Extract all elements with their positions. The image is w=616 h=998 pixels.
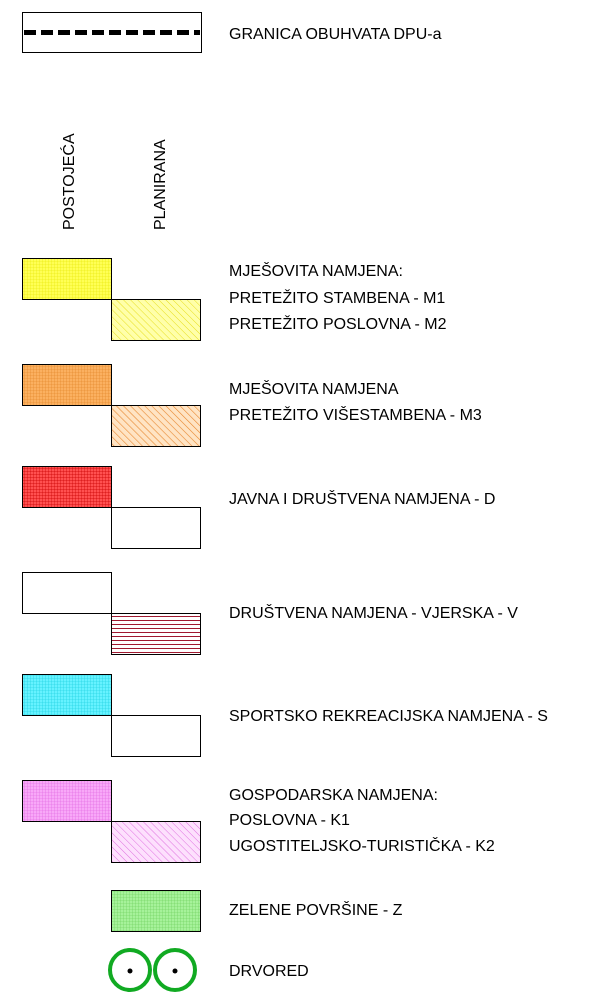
legend-label-line: UGOSTITELJSKO-TURISTIČKA - K2 bbox=[229, 836, 495, 855]
planned-swatch-mixed-use bbox=[111, 299, 201, 341]
legend-label-line: PRETEŽITO STAMBENA - M1 bbox=[229, 288, 445, 307]
green-swatch bbox=[111, 890, 201, 932]
legend-label-line: JAVNA I DRUŠTVENA NAMJENA - D bbox=[229, 489, 495, 508]
column-header-planned: PLANIRANA bbox=[152, 139, 169, 230]
existing-swatch-multi-residential bbox=[22, 364, 112, 406]
legend-label-line: DRUŠTVENA NAMJENA - VJERSKA - V bbox=[229, 603, 518, 622]
existing-swatch-public-social bbox=[22, 466, 112, 508]
legend-row-religious: DRUŠTVENA NAMJENA - VJERSKA - V bbox=[22, 572, 518, 655]
planned-swatch-religious bbox=[111, 613, 201, 655]
boundary-label: GRANICA OBUHVATA DPU-a bbox=[229, 26, 442, 43]
legend-label-line: GOSPODARSKA NAMJENA: bbox=[229, 787, 438, 804]
legend-row-sports: SPORTSKO REKREACIJSKA NAMJENA - S bbox=[22, 674, 548, 757]
legend-row-mixed-use: MJEŠOVITA NAMJENA: PRETEŽITO STAMBENA - … bbox=[22, 258, 447, 341]
legend-label-line: SPORTSKO REKREACIJSKA NAMJENA - S bbox=[229, 708, 548, 725]
planned-swatch-multi-residential bbox=[111, 405, 201, 447]
legend-row-multi-residential: MJEŠOVITA NAMJENA PRETEŽITO VIŠESTAMBENA… bbox=[22, 364, 482, 447]
column-header-existing: POSTOJEĆA bbox=[59, 133, 78, 230]
legend-row-green: ZELENE POVRŠINE - Z bbox=[111, 890, 403, 932]
existing-swatch-mixed-use bbox=[22, 258, 112, 300]
legend-label-line: MJEŠOVITA NAMJENA: bbox=[229, 261, 403, 280]
legend-row-public-social: JAVNA I DRUŠTVENA NAMJENA - D bbox=[22, 466, 495, 549]
tree-row-icon bbox=[108, 948, 197, 992]
legend-label-line: POSLOVNA - K1 bbox=[229, 812, 350, 829]
legend-label-line: PRETEŽITO POSLOVNA - M2 bbox=[229, 314, 447, 333]
legend-label-line: PRETEŽITO VIŠESTAMBENA - M3 bbox=[229, 405, 482, 424]
legend-label-line: MJEŠOVITA NAMJENA bbox=[229, 379, 399, 398]
legend-row-economic: GOSPODARSKA NAMJENA: POSLOVNA - K1 UGOST… bbox=[22, 780, 495, 863]
existing-swatch-sports bbox=[22, 674, 112, 716]
planned-swatch-sports bbox=[111, 715, 201, 757]
legend-label-line: ZELENE POVRŠINE - Z bbox=[229, 900, 403, 919]
existing-swatch-economic bbox=[22, 780, 112, 822]
boundary-symbol bbox=[22, 12, 202, 53]
planned-swatch-public-social bbox=[111, 507, 201, 549]
planned-swatch-economic bbox=[111, 821, 201, 863]
legend-label-line: DRVORED bbox=[229, 963, 309, 980]
existing-swatch-religious bbox=[22, 572, 112, 614]
